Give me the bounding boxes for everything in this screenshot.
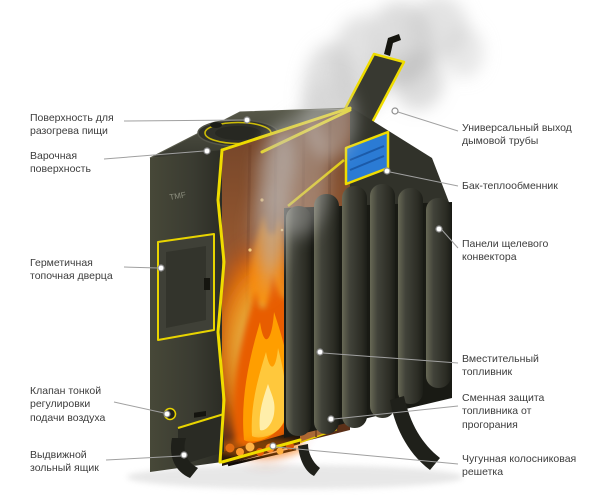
convector-panels [284,159,452,438]
callout-air-valve: Клапан тонкой регулировки подачи воздуха [30,385,106,424]
stove-front-body: TMF [150,150,225,472]
callout-chimney-outlet: Универсальный выход дымовой трубы [462,122,572,148]
callout-firebox-protection: Сменная защита топливника от прогорания [462,392,545,431]
legs [170,396,440,478]
callout-cooking-surface: Варочная поверхность [30,150,91,176]
firebox-door-part [157,233,215,341]
callout-ash-box: Выдвижной зольный ящик [30,449,99,475]
callout-convector-panels: Панели щелевого конвектора [462,238,549,264]
leader-lines [103,111,459,465]
callout-heating-surface: Поверхность для разогрева пищи [30,112,114,138]
ash-box-part [177,411,225,466]
callout-heat-exchanger-tank: Бак-теплообменник [462,180,558,192]
callout-firebox-door: Герметичная топочная дверца [30,257,113,283]
ground-shadow [127,465,463,489]
anchor-dots [157,107,443,459]
smoke-front [250,80,356,300]
callout-firebox: Вместительный топливник [462,353,539,379]
brand-logo: TMF [169,190,187,202]
callout-grate: Чугунная колосниковая решетка [462,453,577,479]
